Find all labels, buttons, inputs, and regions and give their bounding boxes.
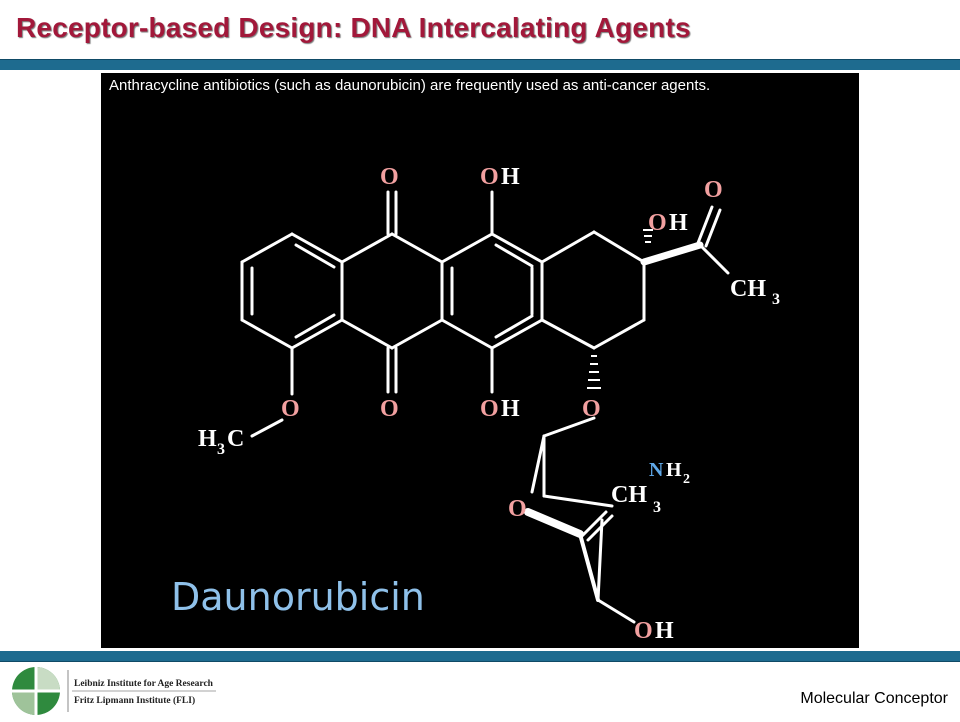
footer-rule xyxy=(0,651,960,662)
oxygen-label: O xyxy=(648,210,667,236)
logo-line1: Leibniz Institute for Age Research xyxy=(74,679,214,689)
hydrogen-label: H xyxy=(666,459,682,481)
carbon-label: C xyxy=(227,426,244,452)
leibniz-logo-icon: Leibniz Institute for Age Research Fritz… xyxy=(12,667,216,715)
methyl-label: CH xyxy=(611,482,647,508)
oxygen-label: O xyxy=(480,164,499,190)
hydrogen-label: H xyxy=(501,396,520,422)
oxygen-label: O xyxy=(634,618,653,644)
footer-text: Molecular Conceptor xyxy=(800,690,948,707)
subscript: 3 xyxy=(653,499,661,516)
hydrogen-label: H xyxy=(501,164,520,190)
subscript: 2 xyxy=(683,472,690,487)
slide-title: Receptor-based Design: DNA Intercalating… xyxy=(16,12,691,43)
hydrogen-label: H xyxy=(669,210,688,236)
subscript: 3 xyxy=(217,441,225,458)
oxygen-label: O xyxy=(704,177,723,203)
subscript: 3 xyxy=(772,291,780,308)
panel-caption: Anthracycline antibiotics (such as dauno… xyxy=(109,77,711,94)
oxygen-label: O xyxy=(281,396,300,422)
nitrogen-label: N xyxy=(649,459,664,481)
header-rule xyxy=(0,59,960,70)
oxygen-label: O xyxy=(380,164,399,190)
hydrogen-label: H xyxy=(198,426,217,452)
molecule-name: Daunorubicin xyxy=(171,575,425,619)
oxygen-label: O xyxy=(380,396,399,422)
daunorubicin-structure: O O H O O H CH 3 O O O H O H 3 C N H 2 C… xyxy=(198,164,780,644)
oxygen-label: O xyxy=(508,496,527,522)
oxygen-label: O xyxy=(480,396,499,422)
logo-line2: Fritz Lipmann Institute (FLI) xyxy=(74,695,195,706)
molecule-panel: Anthracycline antibiotics (such as dauno… xyxy=(101,73,859,648)
oxygen-label: O xyxy=(582,396,601,422)
institute-logo: Leibniz Institute for Age Research Fritz… xyxy=(10,664,218,717)
hydrogen-label: H xyxy=(655,618,674,644)
methyl-label: CH xyxy=(730,276,766,302)
